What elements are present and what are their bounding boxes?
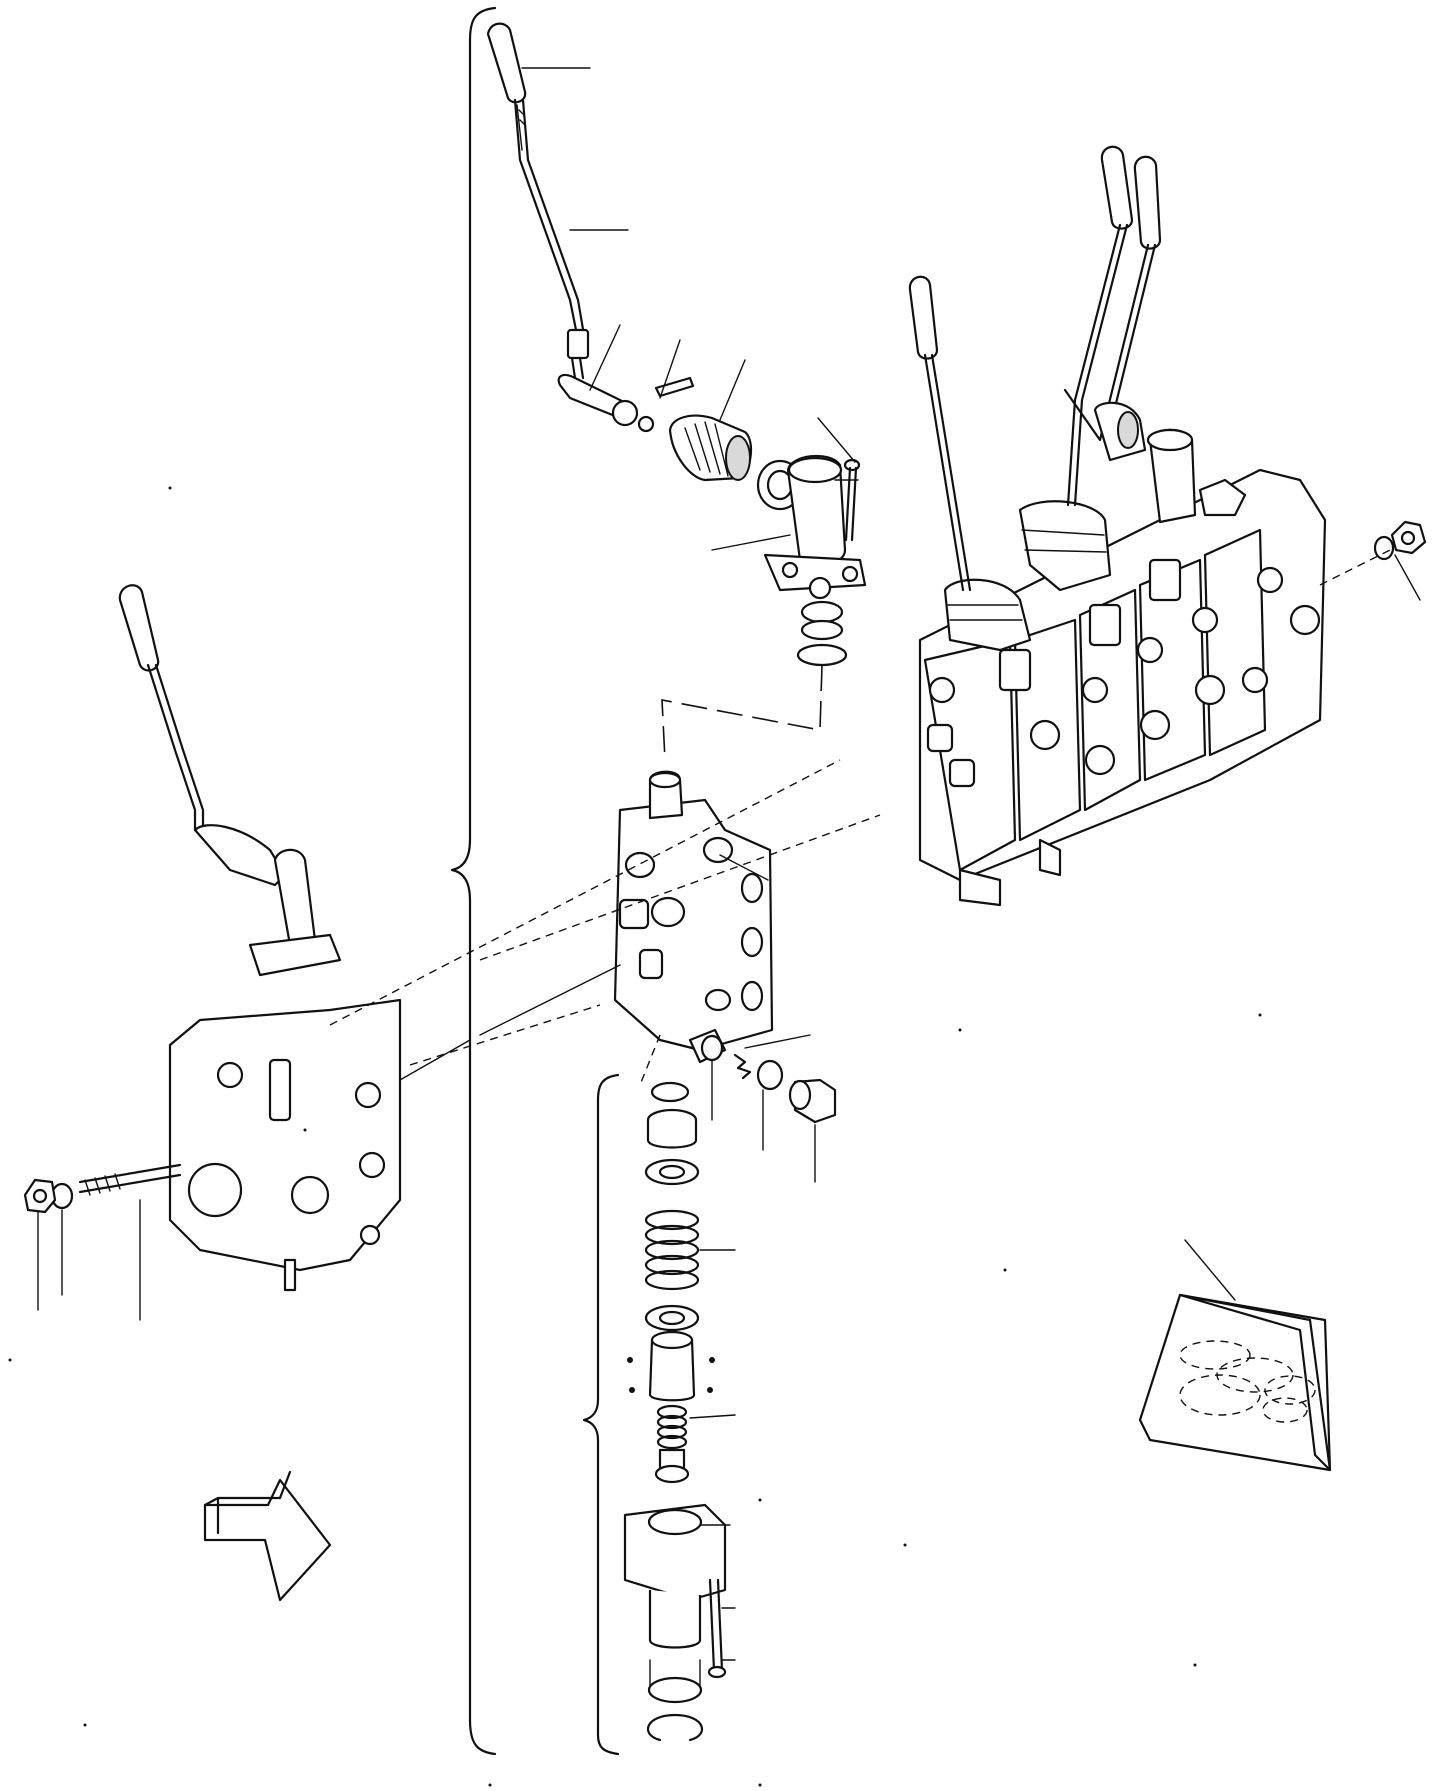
spool-cap-1 [646,1108,698,1149]
right-multi-valve [918,468,1327,907]
housing-screw [843,458,861,542]
left-tie-rod-nut [23,1178,57,1214]
housing-seals [796,600,848,667]
seal-kit-icon [1138,1293,1332,1472]
left-tie-rod [78,1163,182,1196]
lever-housing [763,454,867,600]
spool-oring-top [650,1081,690,1103]
spool-oring-bottom [647,1659,703,1704]
spool-spring-large [644,1209,700,1291]
right-housing [1146,428,1197,524]
top-lever-rod [513,98,590,380]
top-lever-knob [486,22,527,104]
scan-specks [8,486,1262,1787]
spool-spring-small [656,1404,688,1450]
spool-washer-2 [644,1304,700,1332]
left-valve-body [168,824,402,1292]
relief-valve-cartridge [688,1028,727,1064]
rubber-boot [668,414,753,482]
spool-assembly-brace [582,1073,620,1756]
relief-spring [733,1053,752,1080]
right-tie-rod-washer [1373,535,1395,561]
spool-washer-1 [644,1158,700,1186]
right-lever-2 [1066,145,1134,507]
valve-section [613,770,774,1052]
right-lever-3 [1063,155,1162,462]
lever-pin [654,376,695,398]
left-lever-knob [118,584,160,672]
spool-bolt [654,1448,690,1484]
spool-snap-ring [647,1713,703,1742]
right-lever-1 [908,275,972,592]
spool-sleeve [627,1330,715,1402]
cap-screw [707,1578,727,1679]
left-lever-rod [146,663,205,832]
lever-link [557,373,655,433]
relief-washer [756,1059,784,1091]
relief-plug [788,1078,837,1124]
spool-cap-housing [623,1503,727,1649]
direction-arrow-icon [203,1470,332,1602]
right-tie-rod-nut [1390,520,1427,555]
leader-lines [37,67,1421,1661]
right-boot-2 [1018,500,1112,592]
right-boot-1 [943,578,1032,652]
main-assembly-brace [450,6,497,1756]
